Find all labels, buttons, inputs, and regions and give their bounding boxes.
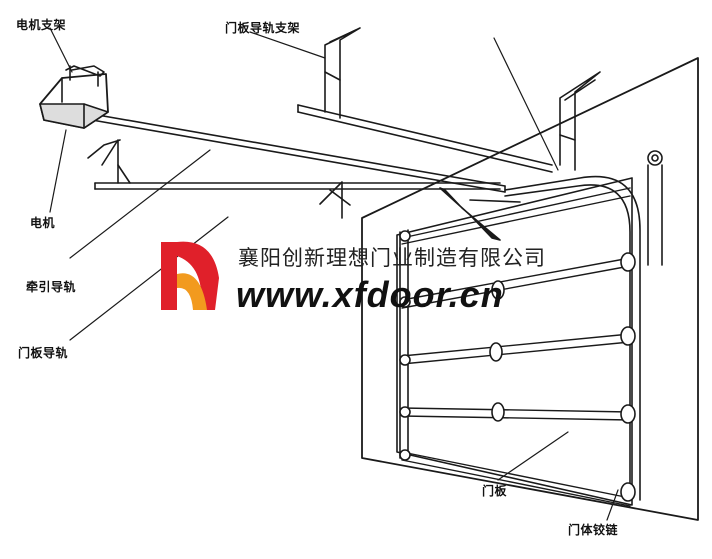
label-motor-bracket: 电机支架 (16, 18, 67, 32)
watermark-website: www.xfdoor.cn (236, 274, 504, 315)
leader-lines (49, 27, 619, 521)
company-logo (161, 241, 219, 310)
label-door-rail: 门板导轨 (18, 346, 69, 360)
watermark-company: 襄阳创新理想门业制造有限公司 (238, 246, 546, 270)
door-panels (401, 187, 631, 507)
label-door-rail-bracket: 门板导轨支架 (225, 21, 301, 35)
door-rail-upper (297, 27, 601, 173)
label-drive-rail: 牵引导轨 (26, 280, 77, 294)
motor-unit (39, 65, 109, 129)
label-hinge: 门体铰链 (568, 523, 619, 537)
label-door-panel: 门板 (482, 484, 508, 498)
label-motor: 电机 (30, 216, 56, 230)
curved-track (399, 175, 641, 501)
door-opening (396, 177, 633, 506)
door-hinges (399, 150, 663, 502)
drive-rail (91, 113, 521, 241)
door-rail-left (87, 139, 501, 219)
